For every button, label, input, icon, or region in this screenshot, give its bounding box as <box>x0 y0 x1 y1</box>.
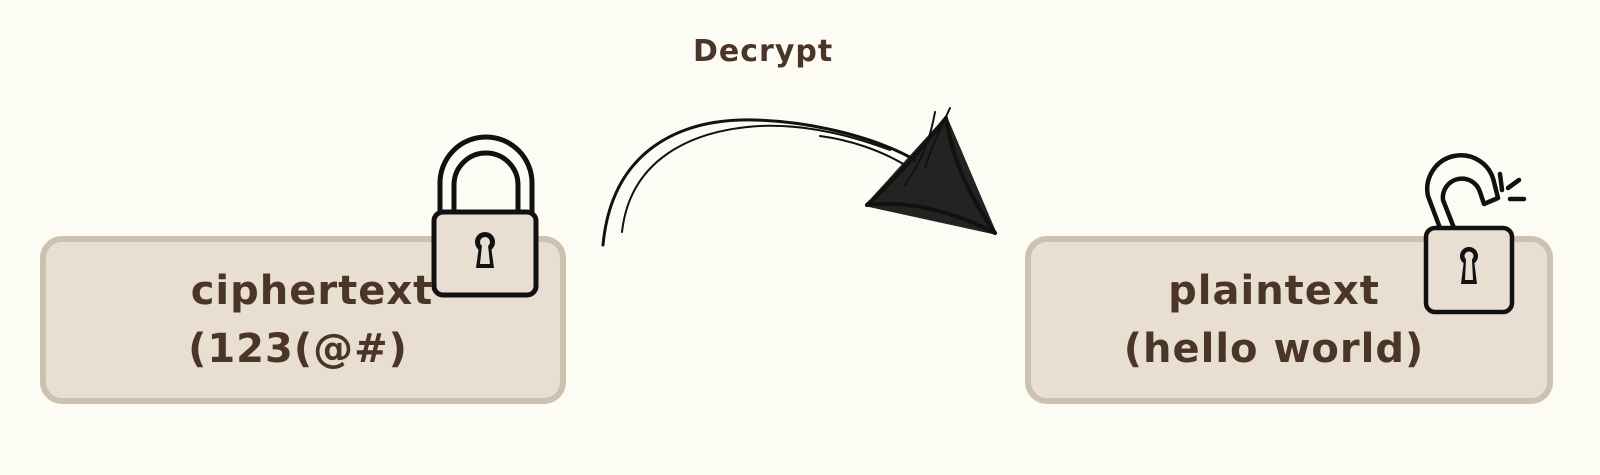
decrypt-label: Decrypt <box>693 34 834 69</box>
ciphertext-example: (123(@#) <box>188 326 408 372</box>
plaintext-label: plaintext <box>1168 268 1380 314</box>
plaintext-example: (hello world) <box>1123 326 1425 372</box>
ciphertext-label: ciphertext <box>190 268 434 314</box>
